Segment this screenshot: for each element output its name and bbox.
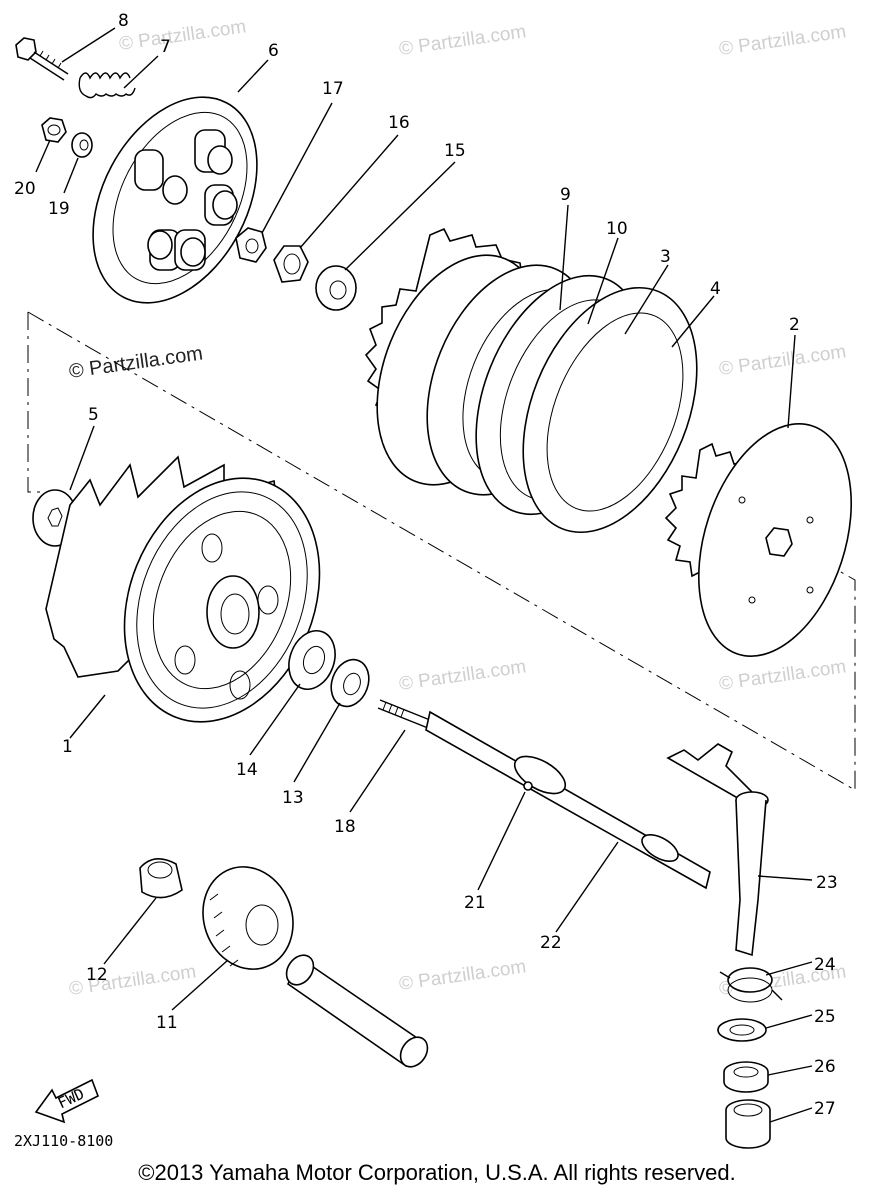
callout-19: 19 — [48, 199, 70, 219]
watermark: © Partzilla.com — [398, 956, 528, 995]
callout-24: 24 — [814, 955, 836, 975]
callout-21: 21 — [464, 893, 486, 913]
part-17-lock-washer — [235, 227, 267, 263]
callout-9: 9 — [560, 185, 571, 205]
watermark: © Partzilla.com — [398, 21, 528, 60]
part-23-push-lever — [666, 743, 769, 957]
callout-8: 8 — [118, 11, 129, 31]
part-12-nut — [139, 858, 183, 899]
clutch-exploded-diagram: © Partzilla.com © Partzilla.com © Partzi… — [14, 11, 856, 1150]
callout-7: 7 — [160, 37, 171, 57]
callout-16: 16 — [388, 113, 410, 133]
watermark: © Partzilla.com — [118, 16, 248, 55]
callout-26: 26 — [814, 1057, 836, 1077]
callout-23: 23 — [816, 873, 838, 893]
part-20-nut — [41, 117, 67, 143]
callout-20: 20 — [14, 179, 36, 199]
leader-lines — [35, 27, 813, 1123]
callout-numbers: 1 2 3 4 5 6 7 8 9 10 11 12 13 14 15 16 1… — [14, 11, 838, 1119]
copyright-notice: ©2013 Yamaha Motor Corporation, U.S.A. A… — [138, 1160, 736, 1185]
callout-27: 27 — [814, 1099, 836, 1119]
watermark: © Partzilla.com — [718, 341, 848, 380]
part-19-washer — [71, 132, 93, 158]
callout-14: 14 — [236, 760, 258, 780]
callout-12: 12 — [86, 965, 108, 985]
part-8-bolt — [15, 37, 69, 81]
callout-1: 1 — [62, 737, 73, 757]
part-7-spring — [78, 72, 136, 99]
callout-2: 2 — [789, 315, 800, 335]
watermark: © Partzilla.com — [718, 656, 848, 695]
callout-6: 6 — [268, 41, 279, 61]
watermark: © Partzilla.com — [398, 656, 528, 695]
callout-4: 4 — [710, 279, 721, 299]
callout-25: 25 — [814, 1007, 836, 1027]
callout-13: 13 — [282, 788, 304, 808]
part-24-spring — [719, 967, 783, 1003]
callout-22: 22 — [540, 933, 562, 953]
callout-5: 5 — [88, 405, 99, 425]
part-25-oil-seal — [717, 1018, 767, 1042]
part-22-push-rod-shaft — [425, 710, 711, 890]
callout-18: 18 — [334, 817, 356, 837]
diagram-code: 2XJ110-8100 — [14, 1132, 113, 1150]
watermark: © Partzilla.com — [718, 21, 848, 60]
crankshaft-sleeve — [285, 954, 429, 1068]
part-26-bearing — [723, 1061, 769, 1093]
parts-9-10-3-4-clutch-plates — [364, 227, 698, 534]
part-2-clutch-boss — [664, 423, 853, 657]
watermark-left: © Partzilla.com — [68, 342, 205, 383]
callout-10: 10 — [606, 219, 628, 239]
part-16-nut — [273, 245, 309, 283]
callout-15: 15 — [444, 141, 466, 161]
part-21-ball — [523, 781, 533, 791]
part-27-bearing — [725, 1099, 771, 1149]
part-1-clutch-housing — [45, 455, 321, 723]
fwd-arrow-icon: FWD — [34, 1078, 100, 1124]
part-18-push-rod — [377, 699, 431, 729]
part-14-thrust-washer — [288, 630, 336, 690]
part-13-washer — [330, 658, 370, 708]
callout-3: 3 — [660, 247, 671, 267]
part-11-drive-gear — [202, 866, 294, 970]
callout-17: 17 — [322, 79, 344, 99]
part-6-pressure-plate — [92, 96, 258, 304]
callout-11: 11 — [156, 1013, 178, 1033]
part-15-washer — [315, 265, 357, 311]
